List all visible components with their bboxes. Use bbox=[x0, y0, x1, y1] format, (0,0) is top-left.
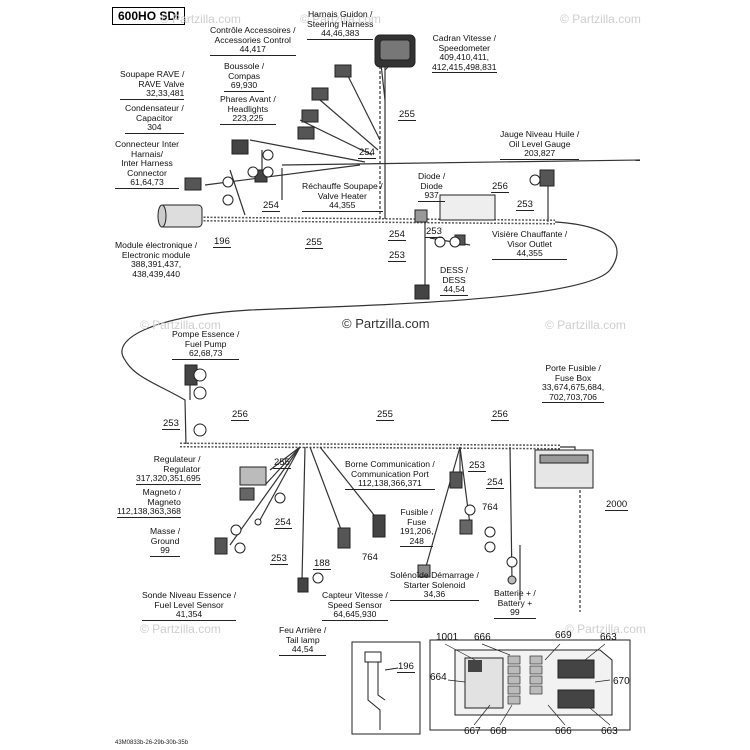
callout-669: 669 bbox=[555, 630, 572, 641]
callout-666: 666 bbox=[474, 632, 491, 643]
watermark: © Partzilla.com bbox=[160, 12, 241, 26]
callout-254: 254 bbox=[388, 229, 406, 241]
callout-196: 196 bbox=[213, 236, 231, 248]
callout-188: 188 bbox=[313, 558, 331, 570]
callout-254: 254 bbox=[358, 147, 376, 159]
callout-256: 256 bbox=[231, 409, 249, 421]
watermark: © Partzilla.com bbox=[300, 12, 381, 26]
watermark: © Partzilla.com bbox=[560, 12, 641, 26]
bottom-components bbox=[184, 364, 594, 593]
label-battery: Batterie + /Battery +99 bbox=[494, 588, 536, 619]
main-harness-bottom bbox=[179, 372, 581, 612]
callout-253: 253 bbox=[270, 553, 288, 565]
label-accessories-control: Contrôle Accessoires /Accessories Contro… bbox=[210, 25, 296, 56]
callout-663: 663 bbox=[601, 726, 618, 737]
fuse-box-detail bbox=[429, 639, 631, 731]
callout-764: 764 bbox=[362, 552, 378, 563]
callout-255: 255 bbox=[376, 409, 394, 421]
watermark: © Partzilla.com bbox=[140, 622, 221, 636]
callout-1001: 1001 bbox=[436, 632, 459, 643]
callout-668: 668 bbox=[490, 726, 507, 737]
callout-196: 196 bbox=[397, 661, 415, 673]
callout-254: 254 bbox=[486, 477, 504, 489]
callout-253: 253 bbox=[425, 226, 443, 238]
callout-255: 255 bbox=[398, 109, 416, 121]
callout-666: 666 bbox=[555, 726, 572, 737]
inset-connector bbox=[351, 641, 421, 735]
callout-254: 254 bbox=[274, 517, 292, 529]
callout-2000: 2000 bbox=[605, 499, 629, 511]
callout-253: 253 bbox=[162, 418, 180, 430]
callout-253: 253 bbox=[388, 250, 406, 262]
callout-256: 256 bbox=[491, 181, 509, 193]
part-code: 43M0833b-26-29b-30b-35b bbox=[115, 740, 189, 746]
callout-670: 670 bbox=[613, 676, 630, 687]
watermark-main: © Partzilla.com bbox=[342, 316, 430, 331]
connector-markers bbox=[193, 149, 541, 584]
callout-667: 667 bbox=[464, 726, 481, 737]
callout-254: 254 bbox=[262, 200, 280, 212]
watermark: © Partzilla.com bbox=[140, 318, 221, 332]
callout-663: 663 bbox=[600, 632, 617, 643]
top-components bbox=[157, 34, 555, 300]
callout-255: 255 bbox=[305, 237, 323, 249]
watermark: © Partzilla.com bbox=[565, 622, 646, 636]
callout-255: 255 bbox=[273, 457, 291, 469]
model-title: 600HO SDI bbox=[112, 7, 186, 25]
callout-253: 253 bbox=[516, 199, 534, 211]
callout-253: 253 bbox=[468, 460, 486, 472]
callout-764: 764 bbox=[482, 502, 498, 513]
callout-664: 664 bbox=[430, 672, 447, 683]
watermark: © Partzilla.com bbox=[545, 318, 626, 332]
callout-256: 256 bbox=[491, 409, 509, 421]
